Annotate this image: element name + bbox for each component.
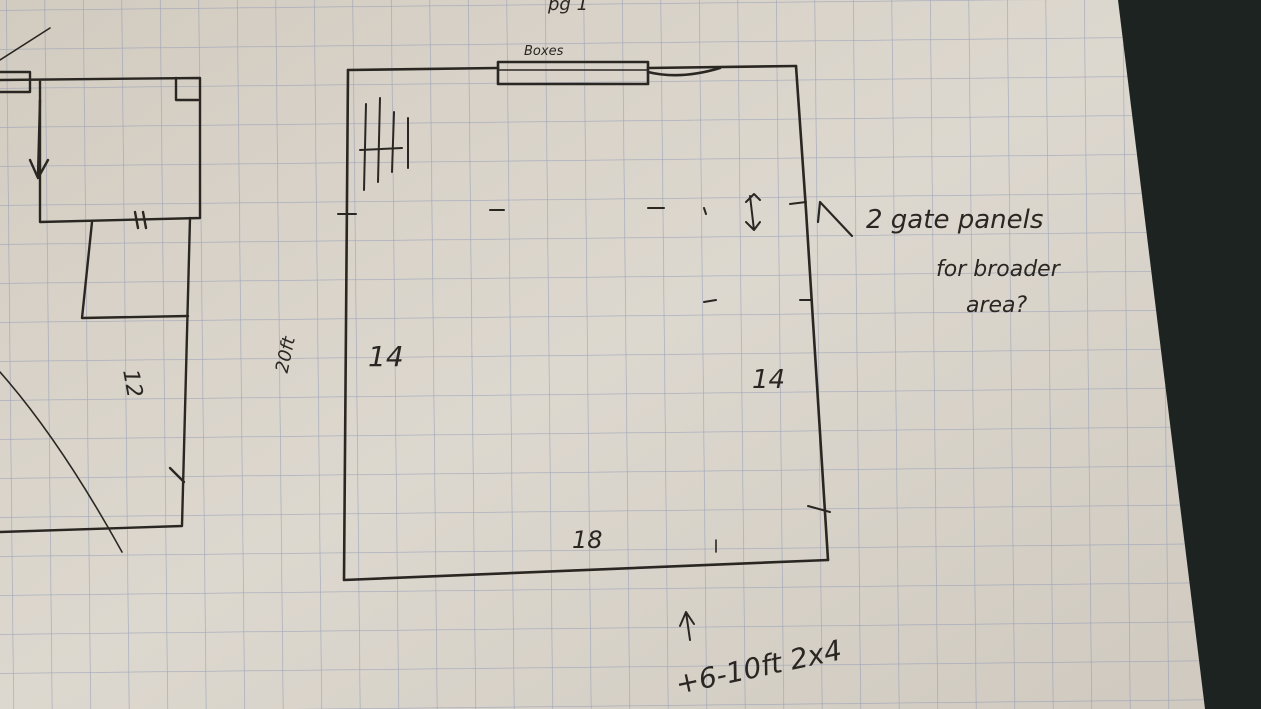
left-side-length-label: 14: [368, 340, 404, 373]
gate-note-line2: for broader: [936, 257, 1062, 282]
boxes-label: Boxes: [524, 44, 564, 59]
right-side-length-label: 14: [752, 365, 785, 395]
small-enclosure-length-label: 12: [117, 367, 146, 399]
bottom-length-label: 18: [572, 526, 603, 554]
gate-note-line1: 2 gate panels: [866, 205, 1043, 235]
top-fragment-text: pg 1: [547, 0, 588, 15]
gate-note-line3: area?: [966, 293, 1028, 318]
left-enclosure-drawing: [0, 27, 202, 553]
paper-grid: [0, 0, 1205, 709]
main-enclosure-drawing: [337, 60, 854, 641]
